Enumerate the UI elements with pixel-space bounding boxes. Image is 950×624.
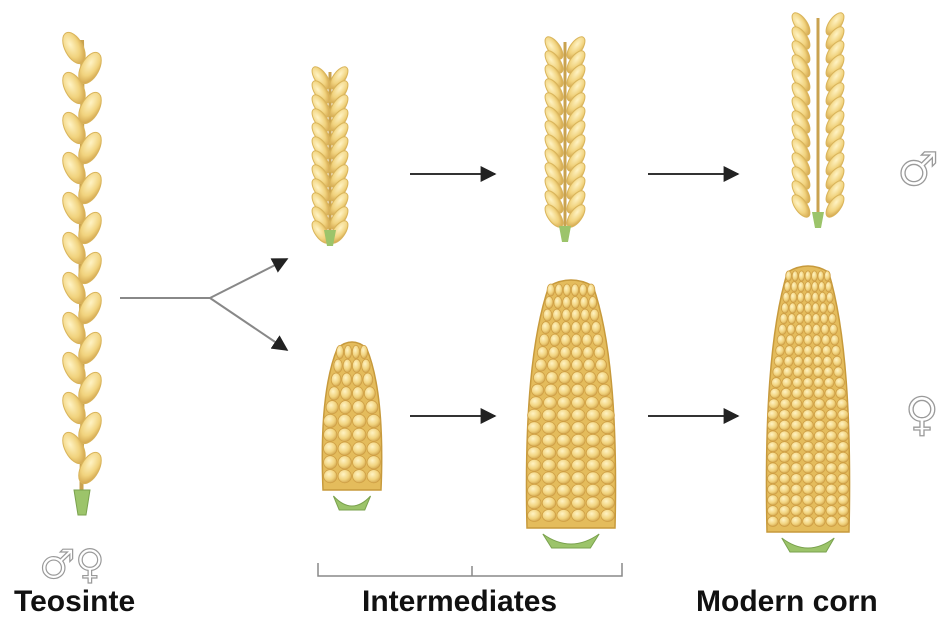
ear-modern: [766, 266, 849, 552]
branch-arrows: [120, 259, 287, 350]
tassel-intermediate-1: [309, 64, 352, 246]
ear-intermediate-2: [526, 280, 615, 548]
teosinte-plant: [58, 29, 106, 515]
teosinte-label: Teosinte: [14, 585, 135, 619]
modern-corn-label: Modern corn: [696, 585, 878, 619]
intermediates-bracket: [318, 563, 622, 576]
intermediates-label: Intermediates: [362, 585, 557, 619]
ear-intermediate-1: [322, 342, 381, 510]
tassel-modern: [789, 10, 848, 228]
male-symbol: ♂: [897, 142, 938, 196]
male-female-symbol: ♂♀: [39, 542, 104, 588]
tassel-intermediate-2: [542, 34, 589, 242]
female-symbol: ♀: [905, 387, 939, 441]
